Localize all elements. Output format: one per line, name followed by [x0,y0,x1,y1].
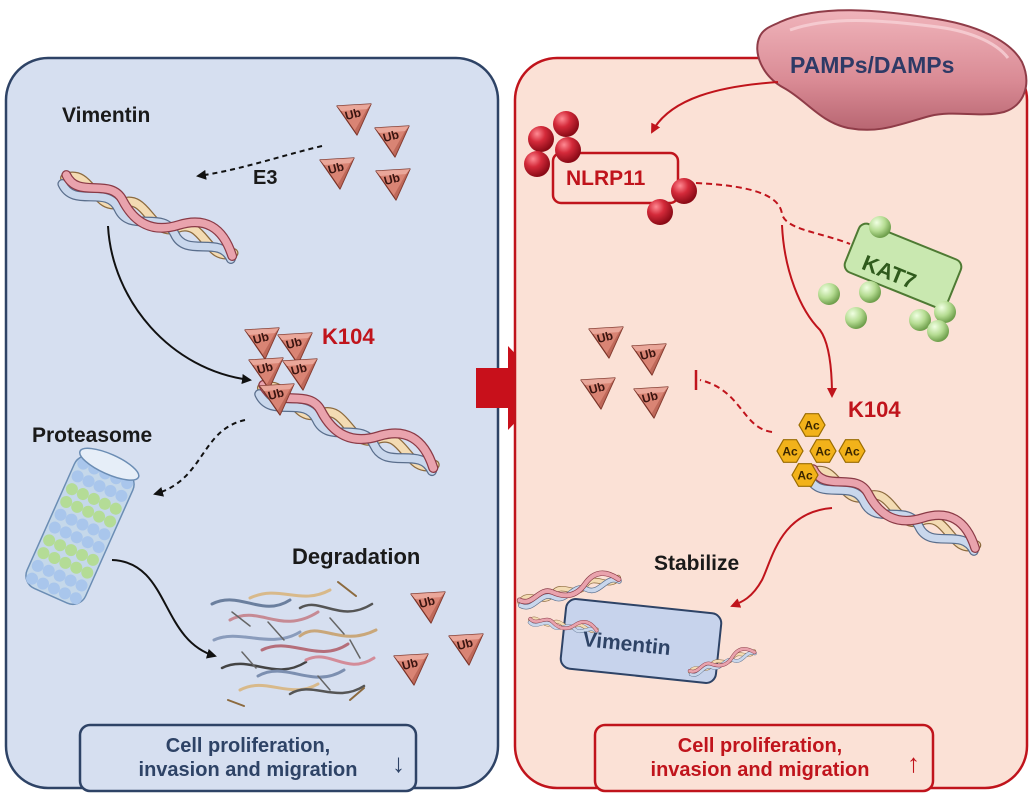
nlrp11-label: NLRP11 [566,167,646,190]
left-outcome-box [78,723,418,793]
stabilized-vimentin-box [559,598,723,684]
right-outcome-box [593,723,935,793]
right-outcome-text: Cell proliferation, invasion and migrati… [610,734,910,782]
e3-ubiquitination-arrow [196,145,323,180]
nlrp11-box [551,151,680,205]
left-outcome-text: Cell proliferation, invasion and migrati… [98,734,398,782]
left-outcome-line2: invasion and migration [138,759,358,781]
stabilize-arrow [730,507,833,608]
pamps-damps-blob [756,9,1028,131]
left-outcome-line1: Cell proliferation, [165,735,331,757]
to-proteasome-arrow [153,419,246,497]
kat7-beads [818,216,956,342]
kat7-box [843,222,963,310]
stabilize-label: Stabilize [654,552,740,575]
right-outcome-line2: invasion and migration [650,759,870,781]
degradation-label: Degradation [292,544,421,569]
k104-label-left: K104 [322,324,375,349]
right-outcome-line1: Cell proliferation, [677,735,843,757]
vimentin-label: Vimentin [62,104,151,127]
left-panel-background [4,56,500,790]
pamps-damps-label: PAMPs/DAMPs [790,52,955,78]
nlrp11-kat7-dashed-link [695,182,851,245]
to-acetylation-arrow [781,224,837,398]
proteasome-label: Proteasome [32,424,153,447]
transition-arrow [476,346,548,430]
degraded-fragments [210,581,378,707]
vimentin-to-ubiquitinated-arrow [107,225,252,384]
up-arrow-icon: ↑ [907,748,920,778]
proteasome-icon [25,447,140,606]
to-degradation-arrow [111,559,217,659]
down-arrow-icon: ↓ [392,748,405,778]
pamps-to-nlrp11-arrow [651,81,779,134]
ubiquitination-inhibition-line [699,379,773,433]
e3-label: E3 [253,167,278,189]
nlrp11-beads [524,111,697,225]
k104-label-right: K104 [848,397,901,422]
